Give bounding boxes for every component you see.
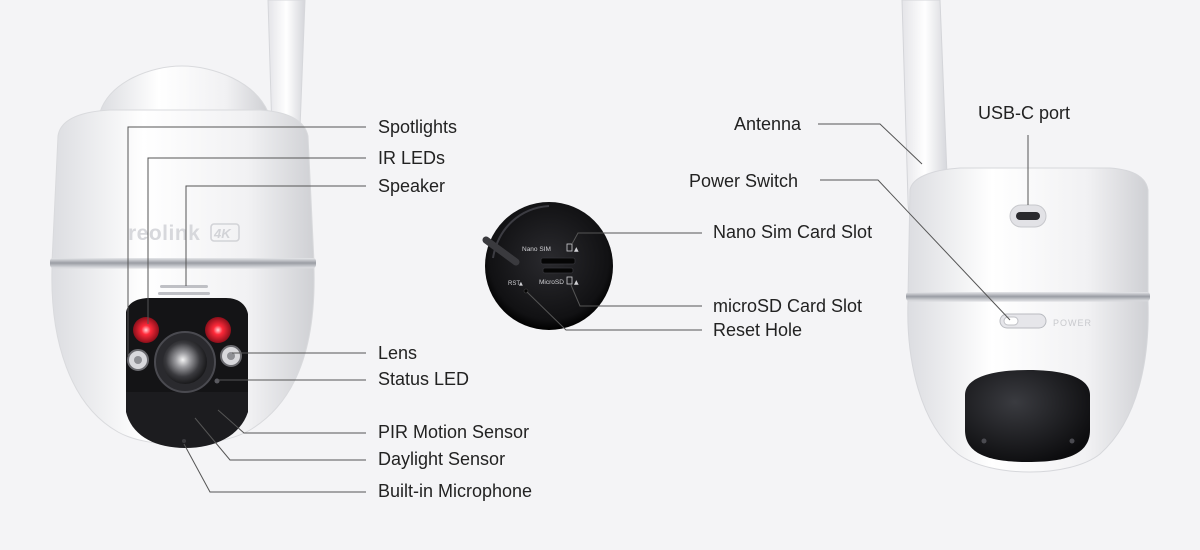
back-dome-screw-left — [981, 438, 987, 444]
slot-cable — [482, 236, 520, 266]
leader-nano-sim — [571, 232, 702, 245]
front-camera: reolink 4K — [50, 0, 316, 448]
engraving-microsd: MicroSD — [539, 279, 564, 286]
slot-leader-lines — [526, 232, 702, 331]
slot-detail-disc — [485, 202, 613, 330]
back-camera: POWER — [901, 0, 1150, 473]
leader-pir — [217, 409, 366, 434]
ir-led-right — [205, 317, 231, 343]
back-leader-lines — [818, 123, 1029, 321]
speaker-grille — [158, 285, 210, 295]
callout-usb-c-port: USB-C port — [978, 103, 1071, 123]
nano-sim-icon — [566, 243, 573, 252]
front-4k-badge: 4K — [213, 226, 232, 241]
callout-antenna: Antenna — [734, 114, 802, 134]
engraving-rst: RST — [508, 281, 520, 287]
back-dome — [965, 370, 1090, 462]
microsd-icon — [566, 276, 573, 285]
back-dome-screw-right — [1069, 438, 1075, 444]
power-switch-knob — [1003, 316, 1019, 326]
microsd-arrow-icon: ▲ — [574, 279, 579, 286]
nano-sim-arrow-icon: ▲ — [574, 246, 579, 253]
callout-power-switch: Power Switch — [689, 171, 799, 191]
callout-ir-leds: IR LEDs — [378, 148, 446, 168]
callout-daylight-sensor: Daylight Sensor — [378, 449, 506, 469]
callout-status-led: Status LED — [378, 369, 470, 389]
front-lower-panel — [126, 392, 248, 448]
callout-nano-sim-card-slot: Nano Sim Card Slot — [713, 222, 873, 242]
callout-spotlights: Spotlights — [378, 117, 458, 137]
front-leader-lines — [127, 126, 366, 493]
status-led — [214, 378, 220, 384]
leader-spotlights — [127, 126, 366, 357]
nano-sim-slot — [540, 257, 576, 265]
slot-detail: Nano SIM ▲ MicroSD ▲ RST ▲ — [482, 202, 613, 330]
leader-power-switch — [820, 179, 1011, 321]
leader-microsd — [570, 284, 702, 307]
callout-microsd-card-slot: microSD Card Slot — [713, 296, 863, 316]
usb-c-port — [1016, 212, 1040, 220]
front-brand-logo: reolink — [128, 222, 200, 245]
leader-daylight — [194, 417, 366, 461]
front-4k-badge-frame — [210, 223, 240, 242]
spotlight-right-core — [227, 352, 235, 360]
callout-built-in-microphone: Built-in Microphone — [378, 481, 533, 501]
microsd-slot — [542, 267, 574, 274]
back-trim-band — [906, 292, 1150, 301]
leader-microphone — [183, 443, 366, 493]
engraving-power: POWER — [1053, 318, 1092, 328]
ir-led-left — [133, 317, 159, 343]
rst-arrow-icon: ▲ — [519, 281, 523, 287]
callout-speaker: Speaker — [378, 176, 446, 196]
engraving-nano-sim: Nano SIM — [522, 246, 551, 253]
microphone-hole — [182, 439, 186, 443]
callout-pir-motion-sensor: PIR Motion Sensor — [378, 422, 530, 442]
front-top-cap — [99, 65, 269, 113]
leader-reset — [526, 291, 702, 331]
spotlight-left-core — [134, 356, 142, 364]
callout-reset-hole: Reset Hole — [713, 320, 803, 340]
back-upper-housing — [907, 167, 1149, 297]
leader-antenna — [818, 123, 923, 165]
front-upper-housing — [51, 109, 315, 263]
callout-lens: Lens — [378, 343, 418, 363]
lens — [163, 340, 207, 384]
leader-ir-leds — [147, 157, 366, 324]
front-trim-band — [50, 258, 316, 268]
leader-speaker — [185, 185, 366, 286]
